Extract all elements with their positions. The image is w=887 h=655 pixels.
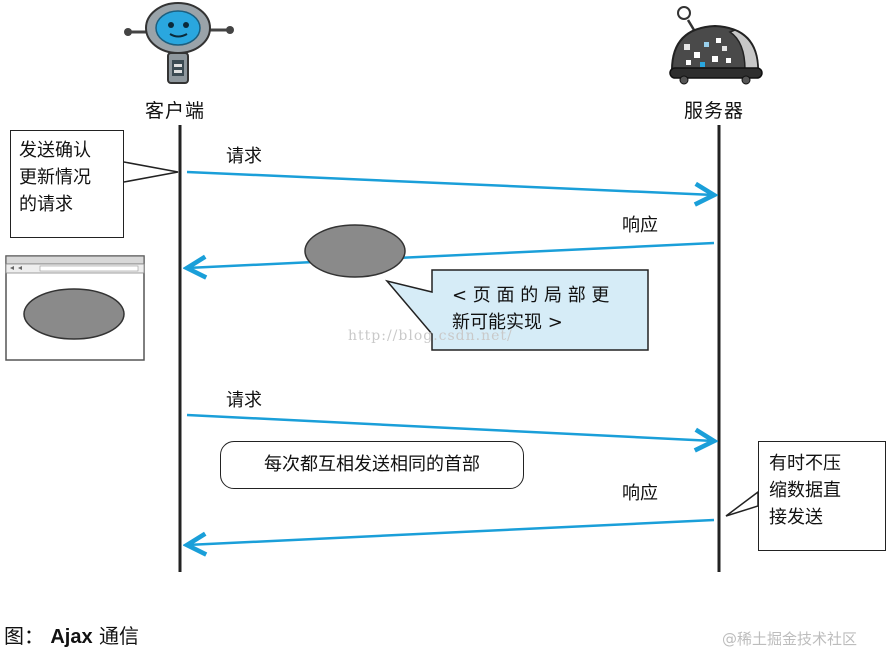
caption-suffix: 通信 bbox=[92, 624, 139, 648]
callout-line-2: 新可能实现 > bbox=[452, 312, 563, 333]
browser-window-icon bbox=[5, 255, 145, 361]
server-label: 服务器 bbox=[684, 100, 745, 122]
callout-shape bbox=[384, 269, 649, 351]
left-note-pointer bbox=[123, 161, 179, 183]
callout-text: < 页 面 的 局 部 更 新可能实现 > bbox=[452, 282, 609, 336]
callout-line-1: < 页 面 的 局 部 更 bbox=[452, 285, 610, 306]
response-arrow-2 bbox=[187, 518, 715, 545]
request-arrow-1 bbox=[186, 170, 714, 195]
request-label-2: 请求 bbox=[226, 390, 262, 411]
left-note-line-1: 发送确认 bbox=[19, 140, 91, 161]
left-note-line-3: 的请求 bbox=[19, 194, 73, 215]
footer-watermark: @稀土掘金技术社区 bbox=[722, 630, 858, 648]
left-note-line-2: 更新情况 bbox=[19, 167, 91, 188]
right-note-line-3: 接发送 bbox=[769, 507, 823, 528]
right-note: 有时不压 缩数据直 接发送 bbox=[758, 441, 886, 551]
response-arrow-1 bbox=[187, 241, 715, 268]
left-note: 发送确认 更新情况 的请求 bbox=[10, 130, 124, 238]
right-note-pointer bbox=[725, 490, 759, 517]
request-arrow-2 bbox=[186, 413, 714, 441]
caption-bold: Ajax bbox=[50, 626, 93, 648]
client-label: 客户端 bbox=[145, 100, 206, 122]
request-label-1: 请求 bbox=[226, 146, 262, 167]
caption-prefix: 图： bbox=[4, 624, 44, 648]
figure-caption: 图： Ajax 通信 bbox=[4, 620, 139, 649]
response-label-1: 响应 bbox=[622, 215, 658, 236]
partial-page-ellipse bbox=[304, 224, 406, 278]
response-label-2: 响应 bbox=[622, 483, 658, 504]
watermark-text: http://blog.csdn.net/ bbox=[348, 328, 513, 344]
right-note-line-1: 有时不压 bbox=[769, 453, 841, 474]
client-robot-icon bbox=[124, 2, 234, 84]
right-note-line-2: 缩数据直 bbox=[769, 480, 841, 501]
server-robot-icon bbox=[669, 6, 763, 85]
rounded-note: 每次都互相发送相同的首部 bbox=[220, 441, 524, 489]
